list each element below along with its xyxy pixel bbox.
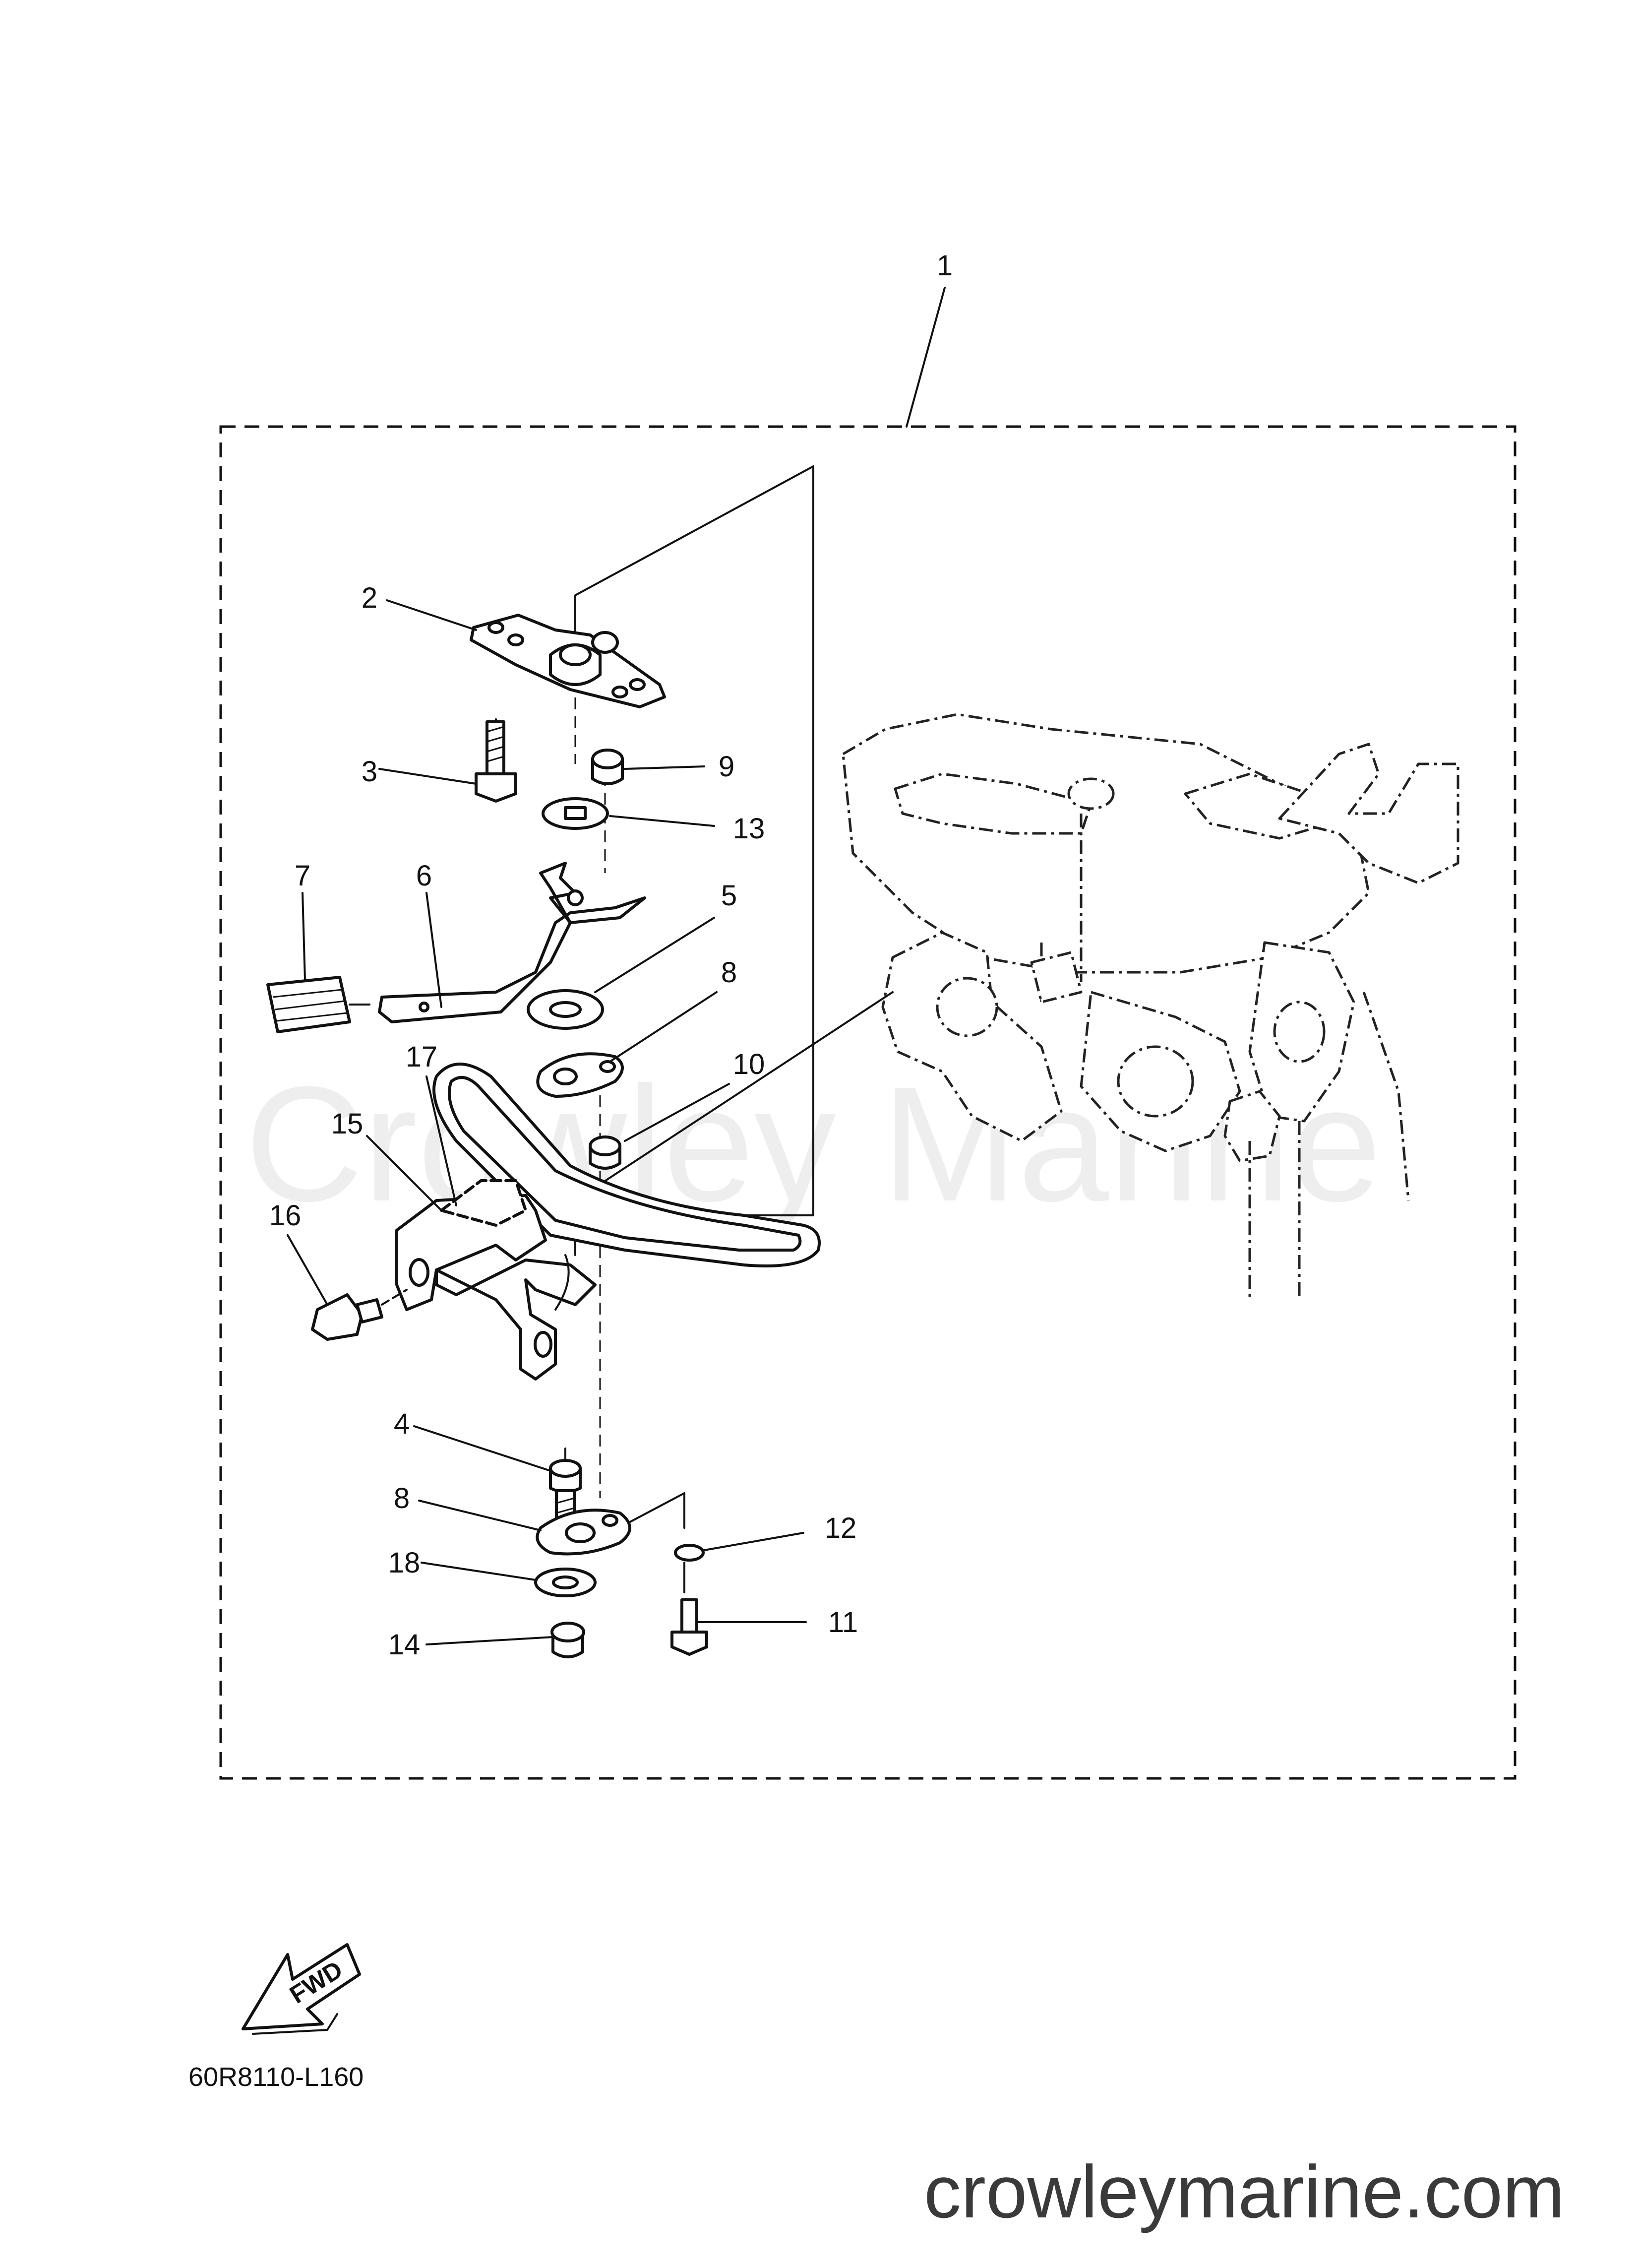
assembly-boundary — [219, 425, 1517, 1780]
part-11-screw — [670, 1598, 708, 1656]
leader-lines — [287, 599, 807, 1645]
part-16-bolt — [311, 1289, 408, 1341]
callout-8-lower: 8 — [394, 1482, 410, 1514]
part-4-bolt — [549, 1459, 582, 1532]
callout-6: 6 — [416, 860, 432, 892]
callout-10: 10 — [733, 1048, 765, 1080]
callout-8-upper: 8 — [721, 956, 737, 989]
part-8-plate-upper — [536, 1052, 624, 1098]
part-3-bolt — [475, 720, 517, 803]
callout-9: 9 — [719, 751, 734, 783]
callouts: 1 2 3 4 5 6 7 8 8 9 10 11 12 13 14 15 16… — [269, 250, 953, 1661]
callout-11: 11 — [828, 1606, 858, 1638]
part-12-washer — [674, 1544, 705, 1562]
part-9-collar — [591, 749, 624, 785]
callout-3: 3 — [362, 756, 377, 788]
drawing-code: 60R8110-L160 — [188, 2062, 364, 2092]
part-15-bracket — [395, 1179, 597, 1381]
callout-1: 1 — [937, 250, 953, 282]
callout-12: 12 — [825, 1512, 857, 1544]
callout-2: 2 — [362, 582, 377, 614]
callout-5: 5 — [721, 880, 737, 912]
fwd-arrow-icon: FWD — [242, 1943, 361, 2035]
callout-14: 14 — [388, 1629, 421, 1661]
callout-4: 4 — [394, 1408, 410, 1440]
part-14-nut — [550, 1622, 585, 1658]
part-17-friction-band — [432, 1063, 821, 1267]
part-2-plate — [470, 614, 666, 708]
callout-15: 15 — [331, 1108, 364, 1140]
part-10-collar — [589, 1135, 621, 1170]
callout-18: 18 — [388, 1547, 421, 1579]
part-6-lever — [378, 862, 646, 1023]
ghost-swivel-bracket — [842, 713, 1459, 1300]
footer-site: crowleymarine.com — [924, 2150, 1565, 2233]
part-8-plate-lower — [536, 1509, 631, 1556]
part-13-washer — [542, 797, 609, 830]
callout-17: 17 — [406, 1041, 438, 1073]
part-7-grip — [266, 976, 370, 1033]
callout-7: 7 — [295, 860, 310, 892]
callout-16: 16 — [269, 1199, 302, 1232]
callout-13: 13 — [733, 813, 765, 845]
